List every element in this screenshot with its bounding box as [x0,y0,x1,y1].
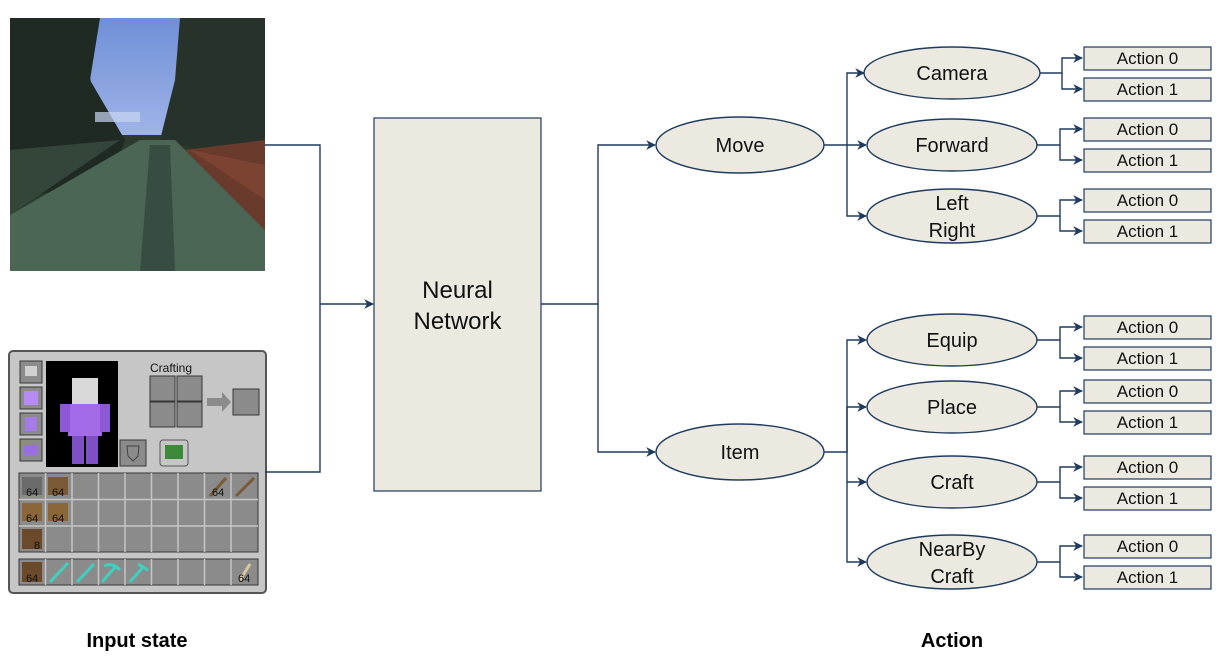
hotbar: 64 64 [18,558,259,586]
stack-count: 64 [52,487,64,499]
stack-count: 64 [26,487,38,499]
action-box [1083,379,1212,404]
crafting-label: Crafting [150,361,192,375]
crafting-grid [149,375,203,428]
stack-count: 64 [52,513,64,525]
stack-count: 8 [34,540,40,552]
axe-icon [128,562,149,583]
action-label: Action 1 [1117,489,1178,508]
connector-to-item [597,304,656,457]
action-label: Action 1 [1117,80,1178,99]
crafting-output-slot [232,388,260,416]
action-box [1083,486,1212,511]
action-label: Action 0 [1117,318,1178,337]
camera-label: Camera [916,63,988,85]
action-box [1083,346,1212,371]
stack-count: 64 [238,573,250,585]
action-label: Action 0 [1117,120,1178,139]
action-label: Action 0 [1117,537,1178,556]
action-box [1083,77,1212,102]
stack-count: 64 [212,487,224,499]
storage-grid: 64 64 64 64 8 64 [18,472,259,553]
shovel-icon [75,562,96,584]
action-box [1083,188,1212,213]
crafting-arrow-icon [207,392,231,412]
action-box [1083,46,1212,71]
action-box [1083,455,1212,480]
shield-icon [126,445,140,462]
shield-slot [119,439,147,467]
character-preview [46,361,118,467]
place-label: Place [927,397,977,419]
action-label: Action 1 [1117,413,1178,432]
action-label: Action 1 [1117,151,1178,170]
forward-label: Forward [915,135,988,157]
action-box [1083,565,1212,590]
helmet-icon [25,366,37,376]
input-state-caption: Input state [86,630,188,652]
left-right-label-1: Left [935,193,969,215]
connector-to-move [541,140,656,305]
equip-label: Equip [926,330,977,352]
pickaxe-icon [100,563,122,583]
action-box [1083,534,1212,559]
sword-icon [48,561,70,584]
nearby-craft-label-1: NearBy [919,539,986,561]
recipe-book-icon [165,445,183,459]
action-caption: Action [920,630,984,652]
stack-count: 64 [26,513,38,525]
action-label: Action 0 [1117,382,1178,401]
action-label: Action 1 [1117,222,1178,241]
action-box [1083,148,1212,173]
action-box [1083,410,1212,435]
boots-icon [24,445,38,455]
chestplate-icon [24,391,38,405]
game-screenshot [10,18,265,271]
action-label: Action 0 [1117,191,1178,210]
action-label: Action 0 [1117,49,1178,68]
action-box [1083,219,1212,244]
stack-count: 64 [26,573,38,585]
action-label: Action 1 [1117,349,1178,368]
left-right-label-2: Right [929,220,976,242]
neural-network-box [373,117,542,492]
action-label: Action 0 [1117,458,1178,477]
action-label: Action 1 [1117,568,1178,587]
action-box [1083,117,1212,142]
inventory-panel: Crafting 64 64 64 64 8 [8,350,267,594]
connector-inventory [265,304,321,473]
neural-network-label-2: Network [413,308,502,335]
leggings-icon [25,417,37,431]
item-label: Item [721,442,760,464]
armor-slots [19,360,43,462]
move-label: Move [716,135,765,157]
neural-network-label-1: Neural [422,277,493,304]
nearby-craft-label-2: Craft [930,566,974,588]
connector-image [265,144,321,304]
action-box [1083,315,1212,340]
craft-label: Craft [930,472,974,494]
